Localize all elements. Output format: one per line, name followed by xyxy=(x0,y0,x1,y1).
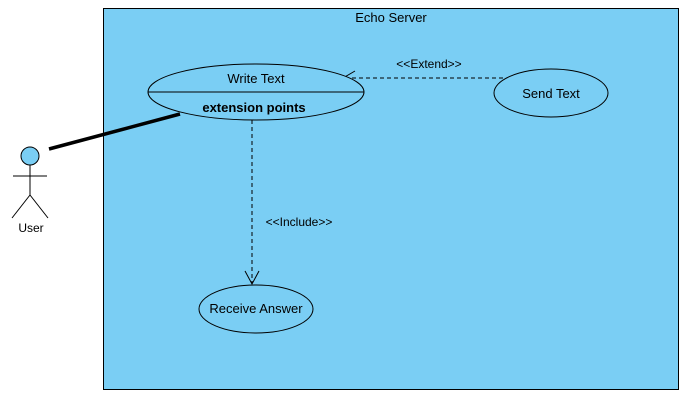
system-boundary[interactable]: Echo Server xyxy=(103,8,679,390)
actor-name: User xyxy=(18,221,43,235)
include-arrowhead xyxy=(244,270,260,286)
actor-user[interactable]: User xyxy=(11,146,49,235)
actor-right-leg xyxy=(29,194,49,219)
extend-label: <<Extend>> xyxy=(396,57,461,71)
use-case-send-text-name: Send Text xyxy=(522,86,580,101)
use-case-receive-answer-name: Receive Answer xyxy=(209,301,303,316)
use-case-receive-answer[interactable]: Receive Answer xyxy=(198,284,314,334)
include-relationship[interactable]: <<Include>> xyxy=(244,120,333,286)
actor-head xyxy=(20,146,40,166)
system-title: Echo Server xyxy=(355,10,427,25)
use-case-send-text[interactable]: Send Text xyxy=(493,68,609,118)
use-case-write-text-compartment: extension points xyxy=(202,100,305,115)
include-label: <<Include>> xyxy=(266,215,333,229)
use-case-receive-answer-ellipse[interactable] xyxy=(198,284,314,334)
actor-left-leg xyxy=(11,194,31,219)
use-case-write-text-name: Write Text xyxy=(227,71,285,86)
use-case-write-text[interactable]: Write Text extension points xyxy=(147,63,365,121)
use-case-send-text-ellipse[interactable] xyxy=(493,68,609,118)
system-boundary-box[interactable] xyxy=(103,8,679,390)
association-line[interactable] xyxy=(48,112,181,151)
